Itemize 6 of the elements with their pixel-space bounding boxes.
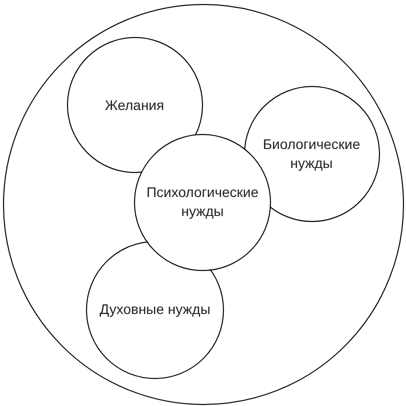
- circle-node: [86, 240, 224, 378]
- circle-label: Желания: [104, 96, 164, 114]
- circle-label: Психологические нужды: [145, 183, 260, 221]
- circle-node: [66, 37, 202, 173]
- circle-label: Духовные нужды: [100, 300, 210, 319]
- circle-label: Биологические нужды: [262, 134, 362, 172]
